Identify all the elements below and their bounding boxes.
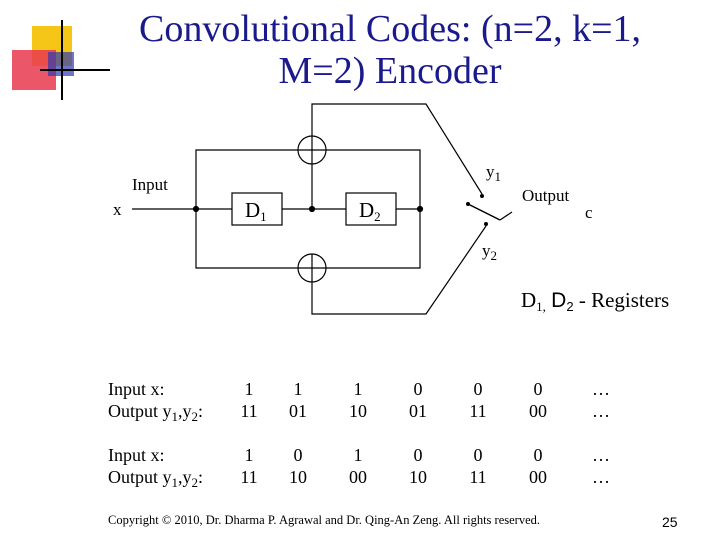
output-label-prefix: Output y <box>108 467 172 487</box>
input-bit: 1 <box>244 445 254 465</box>
output-pair: 00 <box>529 401 547 421</box>
output-row-label: Output y1,y2: <box>108 400 230 428</box>
input-bit: 1 <box>244 379 254 399</box>
d1-sub: 1 <box>260 209 267 224</box>
top-right-tap <box>326 149 421 209</box>
regnote-d2: D <box>551 289 567 312</box>
switch-pivot <box>466 202 470 206</box>
circle-plus-icon <box>297 253 327 283</box>
decorative-logo <box>12 20 110 100</box>
y2-sub: 2 <box>490 248 498 263</box>
y1-label: y1 <box>486 162 501 187</box>
register-d1-box <box>231 192 283 226</box>
input-bit: 0 <box>473 445 483 465</box>
copyright-footer: Copyright © 2010, Dr. Dharma P. Agrawal … <box>108 513 541 527</box>
input-bit: 0 <box>533 445 543 465</box>
regnote-suffix: - Registers <box>578 288 670 312</box>
output-pair: 01 <box>409 401 427 421</box>
sequence-table-1: Input x: 1 1 1 0 0 0 … Output y1,y2: 11 … <box>108 378 634 428</box>
output-row-label: Output y1,y2: <box>108 466 230 494</box>
y2-base: y <box>482 241 491 260</box>
y1-path <box>311 103 483 195</box>
page-title-line2: M=2) Encoder <box>278 50 502 92</box>
output-label-mid: ,y <box>178 401 192 421</box>
page-title-line1: Convolutional Codes: (n=2, k=1, <box>138 8 641 50</box>
input-bit: 0 <box>293 445 303 465</box>
input-bit: … <box>592 379 610 399</box>
output-pair: 00 <box>529 467 547 487</box>
top-left-tap <box>195 149 298 209</box>
table-row: Input x: 1 1 1 0 0 0 … <box>108 378 634 400</box>
regnote-d1: D <box>521 288 537 312</box>
output-pair: 11 <box>240 401 258 421</box>
input-symbol: x <box>113 200 122 219</box>
switch-contact-bottom <box>484 222 488 226</box>
y2-path <box>311 225 487 315</box>
y1-base: y <box>486 162 495 181</box>
input-bit: 0 <box>533 379 543 399</box>
output-label-mid: ,y <box>178 467 192 487</box>
output-symbol: c <box>585 203 593 222</box>
register-note: D1, D2 - Registers <box>521 288 669 315</box>
output-sub2: 2 <box>191 475 199 490</box>
sequence-table-2: Input x: 1 0 1 0 0 0 … Output y1,y2: 11 … <box>108 444 634 494</box>
input-label: Input <box>132 175 168 194</box>
input-bit: 0 <box>413 379 423 399</box>
output-pair: 01 <box>289 401 307 421</box>
output-pair: … <box>592 467 610 487</box>
input-bit: 1 <box>293 379 303 399</box>
input-row-label: Input x: <box>108 445 165 465</box>
switch-blade <box>467 203 501 221</box>
page-number: 25 <box>662 514 678 530</box>
output-sub2: 2 <box>191 409 199 424</box>
output-pair: 10 <box>349 401 367 421</box>
register-d2-label: D2 <box>359 198 381 225</box>
output-sub1: 1 <box>171 409 179 424</box>
output-pair: 00 <box>349 467 367 487</box>
d1-base: D <box>245 198 261 222</box>
d2-sub: 2 <box>374 209 381 224</box>
output-pair: 11 <box>469 401 487 421</box>
input-bit: 1 <box>353 445 363 465</box>
output-pair: 10 <box>409 467 427 487</box>
circle-plus-icon <box>297 135 327 165</box>
y2-label: y2 <box>482 241 497 266</box>
regnote-d1-sub: 1, <box>536 299 546 314</box>
output-pair: 11 <box>469 467 487 487</box>
bottom-right-tap <box>326 209 421 269</box>
output-label-colon: : <box>198 467 204 487</box>
bottom-left-tap <box>195 209 298 269</box>
commutator-switch-icon <box>466 194 488 226</box>
output-sub1: 1 <box>171 475 179 490</box>
output-label-colon: : <box>198 401 204 421</box>
page-title: Convolutional Codes: (n=2, k=1, M=2) Enc… <box>90 8 690 92</box>
input-bit: 1 <box>353 379 363 399</box>
d2-base: D <box>359 198 375 222</box>
regnote-d2-sub: 2 <box>566 299 574 314</box>
input-bit: 0 <box>413 445 423 465</box>
output-label-prefix: Output y <box>108 401 172 421</box>
input-row-label: Input x: <box>108 379 165 399</box>
encoder-diagram <box>132 103 513 315</box>
switch-contact-top <box>480 194 484 198</box>
register-d1-label: D1 <box>245 198 267 225</box>
table-row: Output y1,y2: 11 10 00 10 11 00 … <box>108 466 634 494</box>
input-bit: … <box>592 445 610 465</box>
output-label: Output <box>522 186 570 205</box>
switch-output-line <box>499 211 513 221</box>
output-pair: 11 <box>240 467 258 487</box>
output-pair: … <box>592 401 610 421</box>
table-row: Input x: 1 0 1 0 0 0 … <box>108 444 634 466</box>
y1-sub: 1 <box>494 169 502 184</box>
input-bit: 0 <box>473 379 483 399</box>
output-pair: 10 <box>289 467 307 487</box>
table-row: Output y1,y2: 11 01 10 01 11 00 … <box>108 400 634 428</box>
